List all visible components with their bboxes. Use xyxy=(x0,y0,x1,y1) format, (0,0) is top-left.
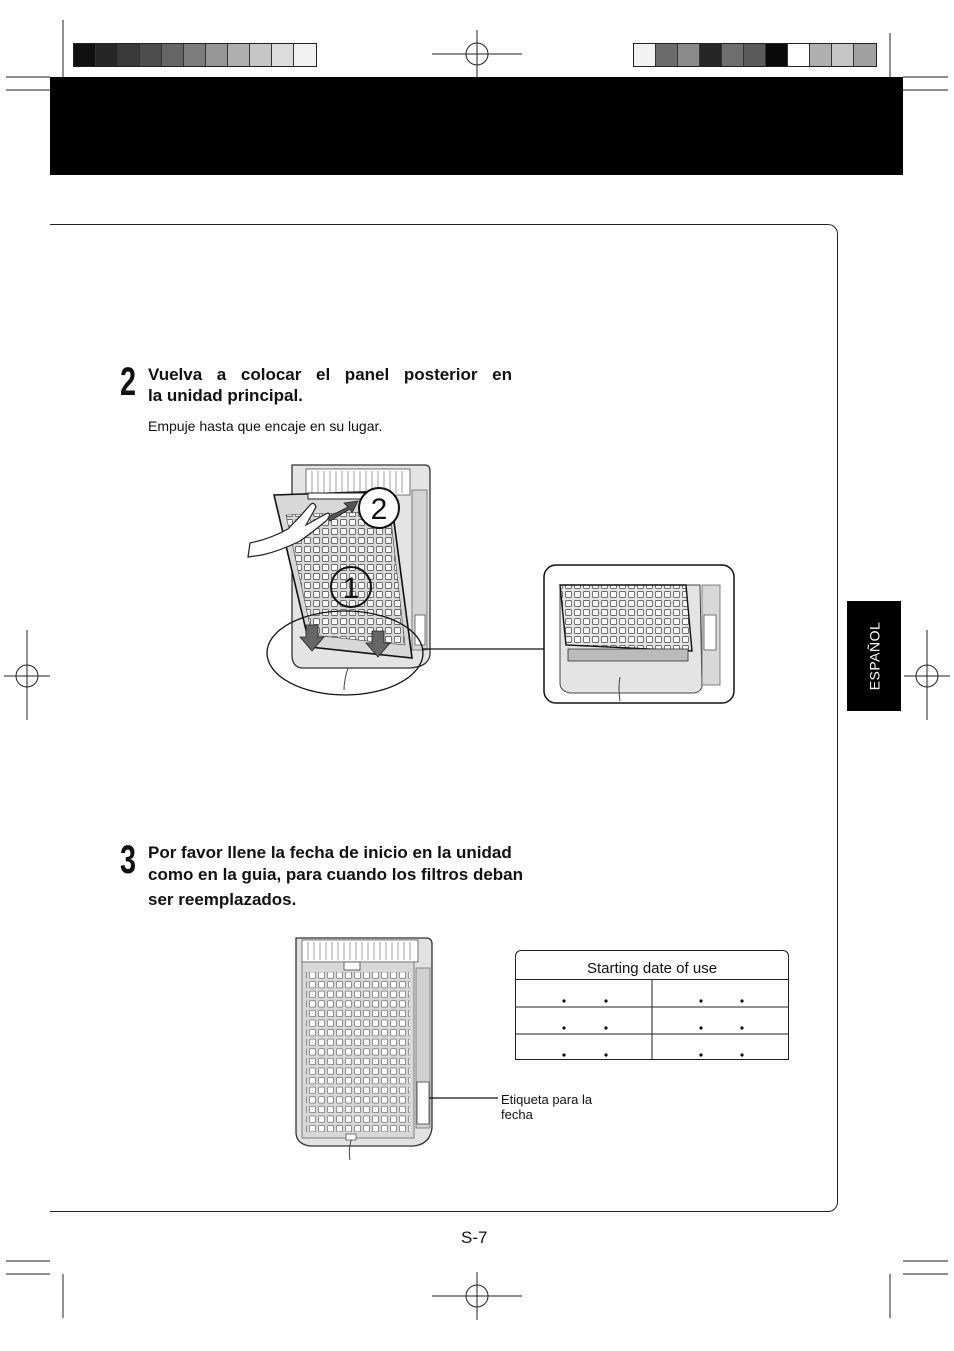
step-3-title-line1: Por favor llene la fecha de inicio en la… xyxy=(148,843,512,862)
date-label-caption: Etiqueta para la fecha xyxy=(501,1092,592,1122)
color-swatch xyxy=(74,44,96,66)
step-2-number: 2 xyxy=(120,360,137,404)
color-swatch xyxy=(700,44,722,66)
color-swatch xyxy=(250,44,272,66)
callout-2: 2 xyxy=(371,493,388,526)
starting-date-table: Starting date of use xyxy=(515,950,789,1060)
color-swatch xyxy=(722,44,744,66)
color-swatch xyxy=(832,44,854,66)
date-table-title: Starting date of use xyxy=(516,951,788,980)
date-table-grid xyxy=(516,980,788,1060)
color-swatch xyxy=(206,44,228,66)
page-number: S-7 xyxy=(461,1228,488,1247)
color-swatch xyxy=(744,44,766,66)
step-2-title-line2: la unidad principal. xyxy=(148,386,303,405)
color-swatch xyxy=(140,44,162,66)
step-2-illustration: 2 1 xyxy=(247,464,735,704)
step-2-title-line1: Vuelva a colocar el panel posterior en xyxy=(148,365,512,384)
color-swatch xyxy=(810,44,832,66)
color-swatch xyxy=(294,44,316,66)
color-swatch xyxy=(118,44,140,66)
color-swatch xyxy=(162,44,184,66)
date-label-line1: Etiqueta para la xyxy=(501,1092,593,1107)
color-swatch xyxy=(854,44,876,66)
color-swatch xyxy=(656,44,678,66)
language-tab-label: ESPAÑOL xyxy=(866,621,883,691)
language-side-tab: ESPAÑOL xyxy=(847,601,901,711)
step-3-number: 3 xyxy=(120,838,137,882)
header-band xyxy=(50,77,903,175)
color-swatch xyxy=(272,44,294,66)
color-calibration-bar-left xyxy=(73,43,317,67)
content-frame xyxy=(50,224,838,1212)
step-3-title-line3: ser reemplazados. xyxy=(148,890,297,909)
color-swatch xyxy=(228,44,250,66)
color-swatch xyxy=(678,44,700,66)
color-calibration-bar-right xyxy=(633,43,877,67)
step-2-note: Empuje hasta que encaje en su lugar. xyxy=(148,418,383,434)
callout-1: 1 xyxy=(343,572,360,605)
color-swatch xyxy=(788,44,810,66)
color-swatch xyxy=(766,44,788,66)
color-swatch xyxy=(96,44,118,66)
step-3-title: Por favor llene la fecha de inicio en la… xyxy=(148,842,588,911)
step-3-title-line2: como en la guia, para cuando los filtros… xyxy=(148,865,524,884)
step-3-illustration xyxy=(295,937,498,1161)
step-2-title: Vuelva a colocar el panel posterior en l… xyxy=(148,364,512,406)
color-swatch xyxy=(184,44,206,66)
date-label-line2: fecha xyxy=(501,1107,533,1122)
color-swatch xyxy=(634,44,656,66)
